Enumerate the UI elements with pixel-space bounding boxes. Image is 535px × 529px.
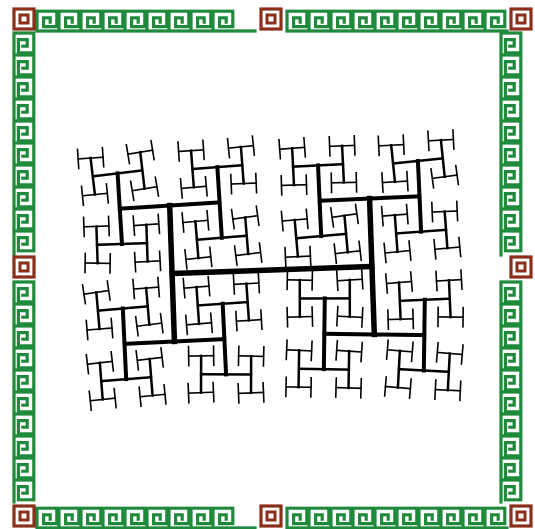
h-tree-upright bbox=[213, 383, 214, 402]
h-tree-upright bbox=[231, 175, 232, 194]
h-tree-crossbar bbox=[189, 392, 214, 393]
h-tree-upright bbox=[281, 176, 282, 195]
h-tree-upright bbox=[311, 341, 312, 360]
h-tree-crossbar bbox=[281, 185, 306, 186]
h-tree-upright bbox=[349, 351, 350, 388]
h-tree-crossbar bbox=[336, 388, 361, 389]
h-tree-crossbar bbox=[287, 280, 312, 281]
h-tree-upright bbox=[461, 270, 462, 289]
h-tree-upright bbox=[403, 135, 404, 154]
h-tree-upright bbox=[287, 308, 288, 327]
h-tree-upright bbox=[312, 307, 313, 326]
h-tree-upright bbox=[382, 173, 383, 192]
h-tree-upright bbox=[160, 251, 161, 270]
h-tree-crossbar bbox=[285, 256, 310, 257]
h-tree-upright bbox=[337, 307, 338, 326]
h-tree-upright bbox=[449, 280, 451, 317]
h-tree-upright bbox=[286, 340, 287, 359]
h-tree-upright bbox=[407, 172, 408, 191]
h-tree-crossbar bbox=[299, 369, 349, 370]
h-tree-upright bbox=[324, 298, 325, 369]
h-tree-crossbar bbox=[432, 211, 457, 212]
h-tree-upright bbox=[362, 308, 363, 327]
h-tree-upright bbox=[109, 216, 110, 235]
h-tree-upright bbox=[96, 226, 97, 263]
h-tree-upright bbox=[453, 130, 454, 149]
h-tree-crossbar bbox=[97, 243, 147, 245]
h-tree-upright bbox=[336, 378, 337, 397]
h-tree-upright bbox=[399, 282, 401, 319]
h-tree-upright bbox=[457, 201, 458, 220]
h-tree-upright bbox=[436, 271, 437, 290]
h-tree-upright bbox=[299, 350, 300, 387]
h-tree-crossbar bbox=[388, 319, 413, 320]
h-tree-crossbar bbox=[231, 183, 256, 184]
h-tree-upright bbox=[424, 300, 425, 371]
h-tree-upright bbox=[435, 380, 436, 399]
h-tree-upright bbox=[378, 136, 379, 155]
h-tree-crossbar bbox=[287, 350, 312, 351]
h-tree-upright bbox=[460, 381, 461, 400]
h-tree-crossbar bbox=[239, 392, 264, 393]
h-tree-crossbar bbox=[324, 334, 424, 335]
h-tree-upright bbox=[188, 384, 189, 403]
h-tree-upright bbox=[413, 309, 414, 328]
h-tree-upright bbox=[233, 275, 234, 294]
h-tree-upright bbox=[238, 384, 239, 403]
h-tree-upright bbox=[261, 310, 262, 329]
h-tree-upright bbox=[236, 312, 237, 331]
h-tree-crossbar bbox=[330, 145, 355, 146]
h-tree-crossbar bbox=[239, 356, 264, 357]
h-tree-upright bbox=[285, 248, 286, 267]
h-tree-upright bbox=[84, 217, 85, 236]
h-tree-crossbar bbox=[287, 317, 312, 318]
h-tree-upright bbox=[306, 175, 307, 194]
h-tree-upright bbox=[354, 136, 355, 155]
h-tree-crossbar bbox=[84, 226, 109, 227]
h-tree-upright bbox=[310, 247, 311, 266]
h-tree-upright bbox=[258, 274, 259, 293]
h-tree-upright bbox=[256, 174, 257, 193]
h-tree-upright bbox=[146, 225, 147, 262]
h-tree-upright bbox=[329, 137, 330, 156]
h-tree-upright bbox=[428, 131, 429, 150]
h-tree-upright bbox=[135, 253, 136, 272]
h-tree-upright bbox=[432, 202, 433, 221]
h-tree-crossbar bbox=[331, 182, 356, 183]
h-tree-upright bbox=[263, 383, 264, 402]
h-tree-upright bbox=[388, 310, 389, 329]
h-tree-upright bbox=[361, 379, 362, 398]
